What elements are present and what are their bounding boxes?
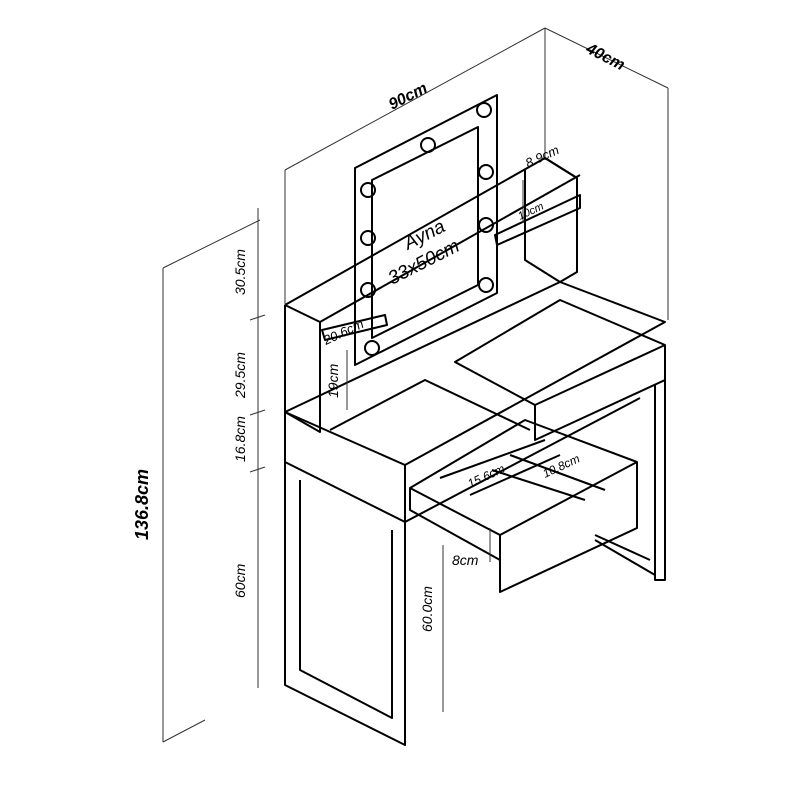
top-box-height-label: 16.8cm xyxy=(232,416,248,462)
dimension-lines xyxy=(162,27,669,743)
right-shelf-depth-label: 8.9cm xyxy=(523,142,562,171)
middle-section-height-label: 29.5cm xyxy=(232,352,248,399)
table-height-label: 60.0cm xyxy=(419,586,435,632)
upper-section-height-label: 30.5cm xyxy=(232,249,248,295)
depth-label: 40cm xyxy=(582,40,627,74)
width-label: 90cm xyxy=(386,80,430,114)
leg-height-label: 60cm xyxy=(232,563,248,598)
drawer-compartment-b-label: 10.8cm xyxy=(540,451,582,480)
left-shelf-depth-label: 20.6cm xyxy=(320,316,366,348)
left-shelf-clearance-label: 19cm xyxy=(325,363,341,398)
furniture-outline xyxy=(284,94,666,746)
drawer-depth-label: 8cm xyxy=(452,552,479,568)
total-height-label: 136.8cm xyxy=(132,469,152,540)
